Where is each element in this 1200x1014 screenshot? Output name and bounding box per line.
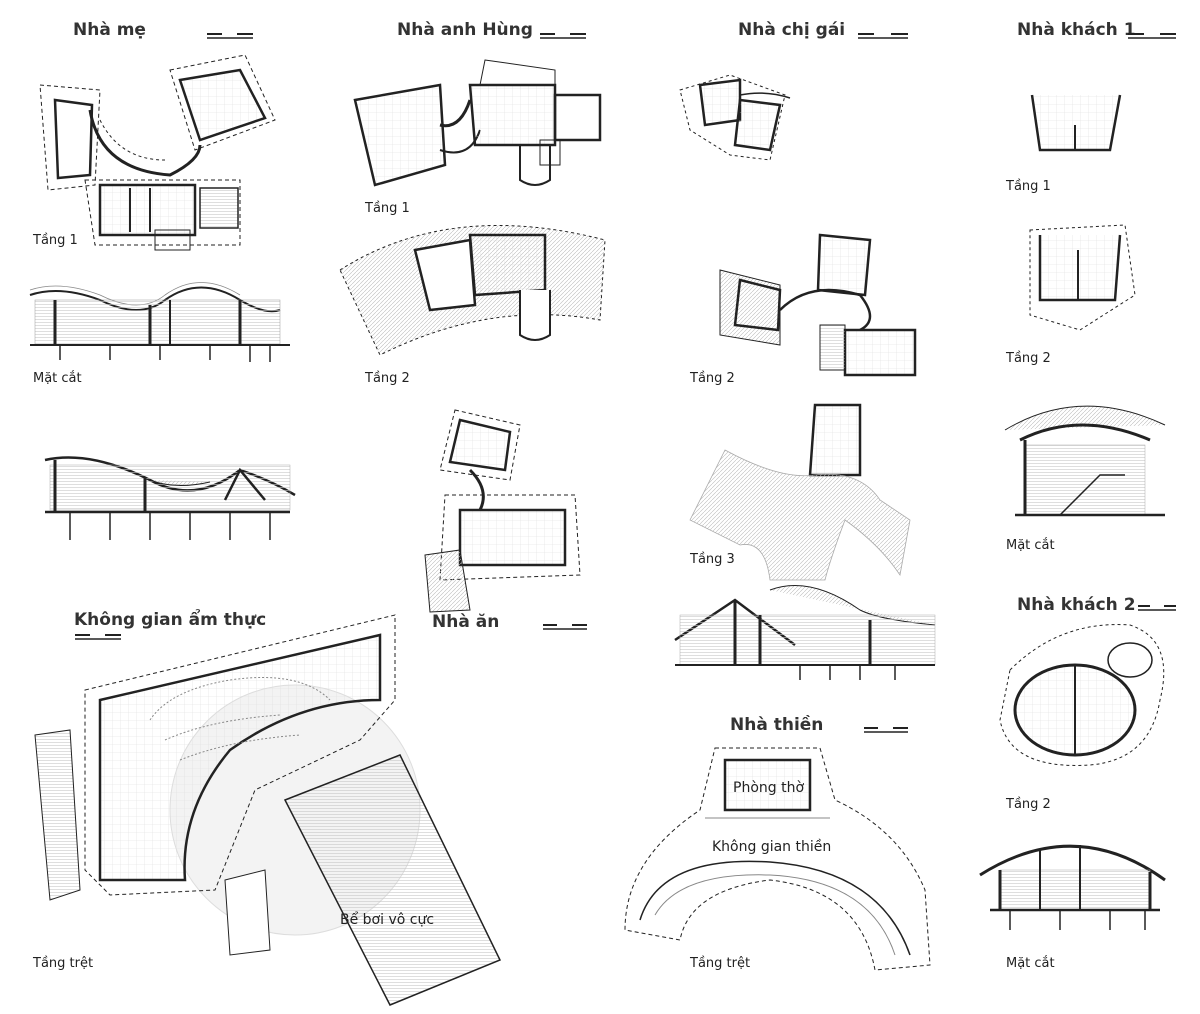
nha-chi-gai-plan-top [679,74,791,161]
scale-bar-nha-thien [864,727,908,733]
nha-khach-1-title: Nhà khách 1 [1017,20,1136,40]
nha-chi-gai-section [674,585,936,680]
scale-bar-nha-me [207,33,253,39]
nha-an-plan [424,409,581,613]
scale-bar-nha-anh-hung [540,33,586,39]
khong-gian-thien-label: Không gian thiền [712,839,832,855]
scale-bar-nha-chi-gai [858,33,908,39]
nha-thien-ground-label: Tầng trệt [690,956,751,971]
scale-bar-nha-khach-1 [1128,33,1176,39]
nha-khach-2-section [979,844,1166,930]
scale-bar-am-thuc [75,634,121,640]
nha-chi-gai-floor3-label: Tầng 3 [690,552,735,567]
nha-thien-title: Nhà thiền [730,715,824,735]
nha-me-floor1-label: Tầng 1 [33,233,78,248]
nha-anh-hung-floor1-plan [353,59,602,187]
nha-khach-2-title: Nhà khách 2 [1017,595,1136,615]
nha-khach-2-floor2-plan [999,624,1165,766]
nha-chi-gai-floor3-plan [689,403,911,581]
nha-chi-gai-floor2-label: Tầng 2 [690,371,735,386]
nha-khach-2-floor2-label: Tầng 2 [1006,797,1051,812]
am-thuc-title: Không gian ẩm thực [74,610,267,630]
nha-thien-plan [624,747,931,971]
nha-khach-1-section [1004,405,1166,517]
nha-khach-1-section-label: Mặt cắt [1006,538,1055,553]
nha-chi-gai-floor2-plan [719,233,917,377]
nha-khach-1-floor1-label: Tầng 1 [1006,179,1051,194]
nha-an-title: Nhà ăn [432,612,500,632]
nha-khach-2-section-label: Mặt cắt [1006,956,1055,971]
nha-me-floor1-plan [39,54,276,251]
nha-khach-1-floor2-plan [1029,224,1136,331]
nha-anh-hung-title: Nhà anh Hùng [397,20,533,40]
nha-chi-gai-title: Nhà chị gái [738,20,846,40]
am-thuc-ground-label: Tầng trệt [33,956,94,971]
nha-me-section-1 [29,282,290,362]
nha-me-section-2 [44,456,296,540]
phong-tho-label: Phòng thờ [733,780,805,796]
nha-anh-hung-floor1-label: Tầng 1 [365,201,410,216]
scale-bar-nha-khach-2 [1138,605,1176,611]
am-thuc-plan [34,614,502,1006]
be-boi-vo-cuc-label: Bể bơi vô cực [340,912,435,928]
nha-anh-hung-floor2-plan [339,224,606,356]
nha-anh-hung-floor2-label: Tầng 2 [365,371,410,386]
nha-me-section-label: Mặt cắt [33,371,82,386]
nha-khach-1-floor1-plan [1030,94,1122,152]
nha-me-title: Nhà mẹ [73,20,146,40]
scale-bar-nha-an [543,624,587,630]
nha-khach-1-floor2-label: Tầng 2 [1006,351,1051,366]
